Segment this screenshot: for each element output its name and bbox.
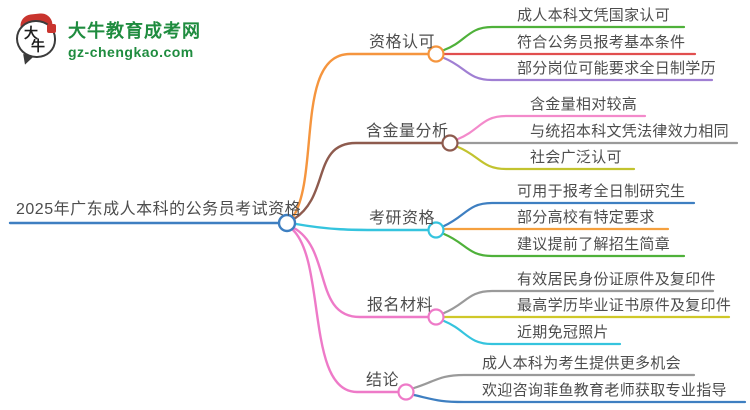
branch-5-connector xyxy=(291,228,400,394)
branch-4-connector xyxy=(292,226,430,319)
branch-5-node-circle xyxy=(397,383,415,401)
branch-2-leaf-3-label: 社会广泛认可 xyxy=(530,149,622,166)
branch-3-leaf-3-label: 建议提前了解招生简章 xyxy=(517,236,671,253)
branch-3-leaf-1-line xyxy=(442,201,696,228)
branch-1-leaf-3-label: 部分岗位可能要求全日制学历 xyxy=(517,60,716,77)
branch-3-label: 考研资格 xyxy=(369,210,436,227)
branch-3-leaf-1-label: 可用于报考全日制研究生 xyxy=(517,183,686,200)
branch-3-leaf-2-label: 部分高校有特定要求 xyxy=(517,209,655,226)
branch-2-connector xyxy=(292,141,444,221)
branch-5-leaf-1-label: 成人本科为考生提供更多机会 xyxy=(482,355,681,372)
branch-4-label: 报名材料 xyxy=(367,297,434,314)
branch-4-leaf-1-label: 有效居民身份证原件及复印件 xyxy=(517,271,716,288)
branch-1-leaf-3-line xyxy=(442,56,714,82)
root-node-circle xyxy=(277,213,297,233)
site-domain: gz-chengkao.com xyxy=(68,43,194,60)
branch-2-leaf-3-line xyxy=(456,145,636,171)
branch-3-node-circle xyxy=(427,221,445,239)
branch-3-leaf-3-line xyxy=(442,232,686,258)
branch-5-label: 结论 xyxy=(366,372,400,389)
site-logo: 大 牛 大牛教育成考网 gz-chengkao.com xyxy=(14,12,201,64)
branch-2-label: 含金量分析 xyxy=(366,123,449,140)
logo-bubble-icon: 大 牛 xyxy=(14,12,60,64)
branch-3-connector xyxy=(294,222,430,232)
logo-char-top: 大 xyxy=(24,25,38,41)
root-topic-label: 2025年广东成人本科的公务员考试资格 xyxy=(16,201,302,218)
branch-4-leaf-3-label: 近期免冠照片 xyxy=(517,324,609,341)
branch-2-leaf-2-label: 与统招本科文凭法律效力相同 xyxy=(530,123,729,140)
branch-5-leaf-2-line xyxy=(412,393,747,404)
branch-4-node-circle xyxy=(427,308,445,326)
branch-1-node-circle xyxy=(427,45,445,63)
branch-1-leaf-1-label: 成人本科文凭国家认可 xyxy=(517,7,671,24)
branch-2-node-circle xyxy=(441,134,459,152)
branch-4-leaf-1-line xyxy=(442,289,715,315)
branch-1-leaf-2-label: 符合公务员报考基本条件 xyxy=(517,34,686,51)
branch-5-leaf-1-line xyxy=(412,373,696,390)
branch-2-leaf-1-line xyxy=(456,114,647,141)
logo-char-bottom: 牛 xyxy=(31,38,45,54)
logo-red-seal xyxy=(47,24,56,33)
branch-4-leaf-2-label: 最高学历毕业证书原件及复印件 xyxy=(517,297,732,314)
branch-1-label: 资格认可 xyxy=(369,34,436,51)
site-name: 大牛教育成考网 xyxy=(68,20,201,41)
branch-4-leaf-3-line xyxy=(442,319,622,346)
branch-1-leaf-1-line xyxy=(442,25,686,52)
branch-2-leaf-1-label: 含金量相对较高 xyxy=(530,96,638,113)
branch-5-leaf-2-label: 欢迎咨询菲鱼教育老师获取专业指导 xyxy=(482,382,727,399)
branch-1-connector xyxy=(291,52,430,219)
